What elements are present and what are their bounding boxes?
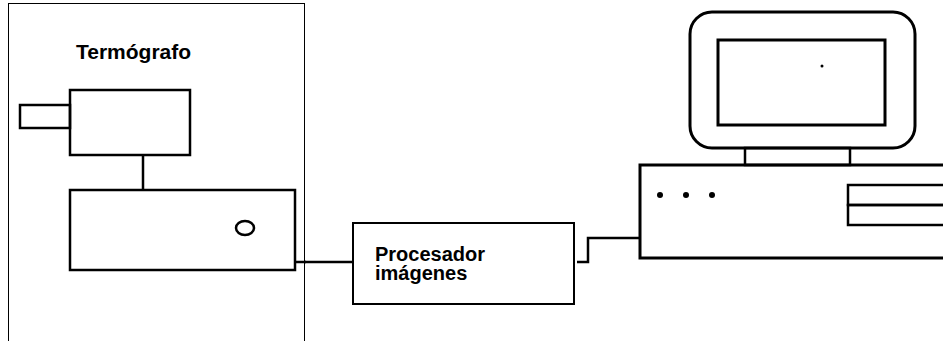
node-title: Termógrafo — [76, 40, 191, 63]
connector-wire — [305, 261, 352, 264]
monitor-stand — [745, 148, 850, 165]
computer-wire — [577, 238, 640, 262]
computer-case — [640, 165, 943, 258]
drive-slot — [848, 185, 943, 205]
control-unit — [70, 190, 295, 270]
camera-lens — [20, 105, 70, 128]
camera-body — [70, 90, 190, 155]
screen-dot — [821, 65, 824, 68]
drive-slot — [848, 205, 943, 225]
node-label: Procesador imágenes — [375, 245, 485, 283]
indicator-light — [657, 192, 663, 198]
camera-cable — [142, 155, 145, 190]
indicator-light — [683, 192, 689, 198]
process-box: Procesador imágenes — [352, 222, 575, 305]
enclosure-box: Termógrafo — [8, 3, 305, 341]
indicator-light — [709, 192, 715, 198]
monitor-housing — [690, 12, 915, 148]
control-knob — [236, 221, 254, 235]
monitor-screen — [718, 40, 885, 125]
